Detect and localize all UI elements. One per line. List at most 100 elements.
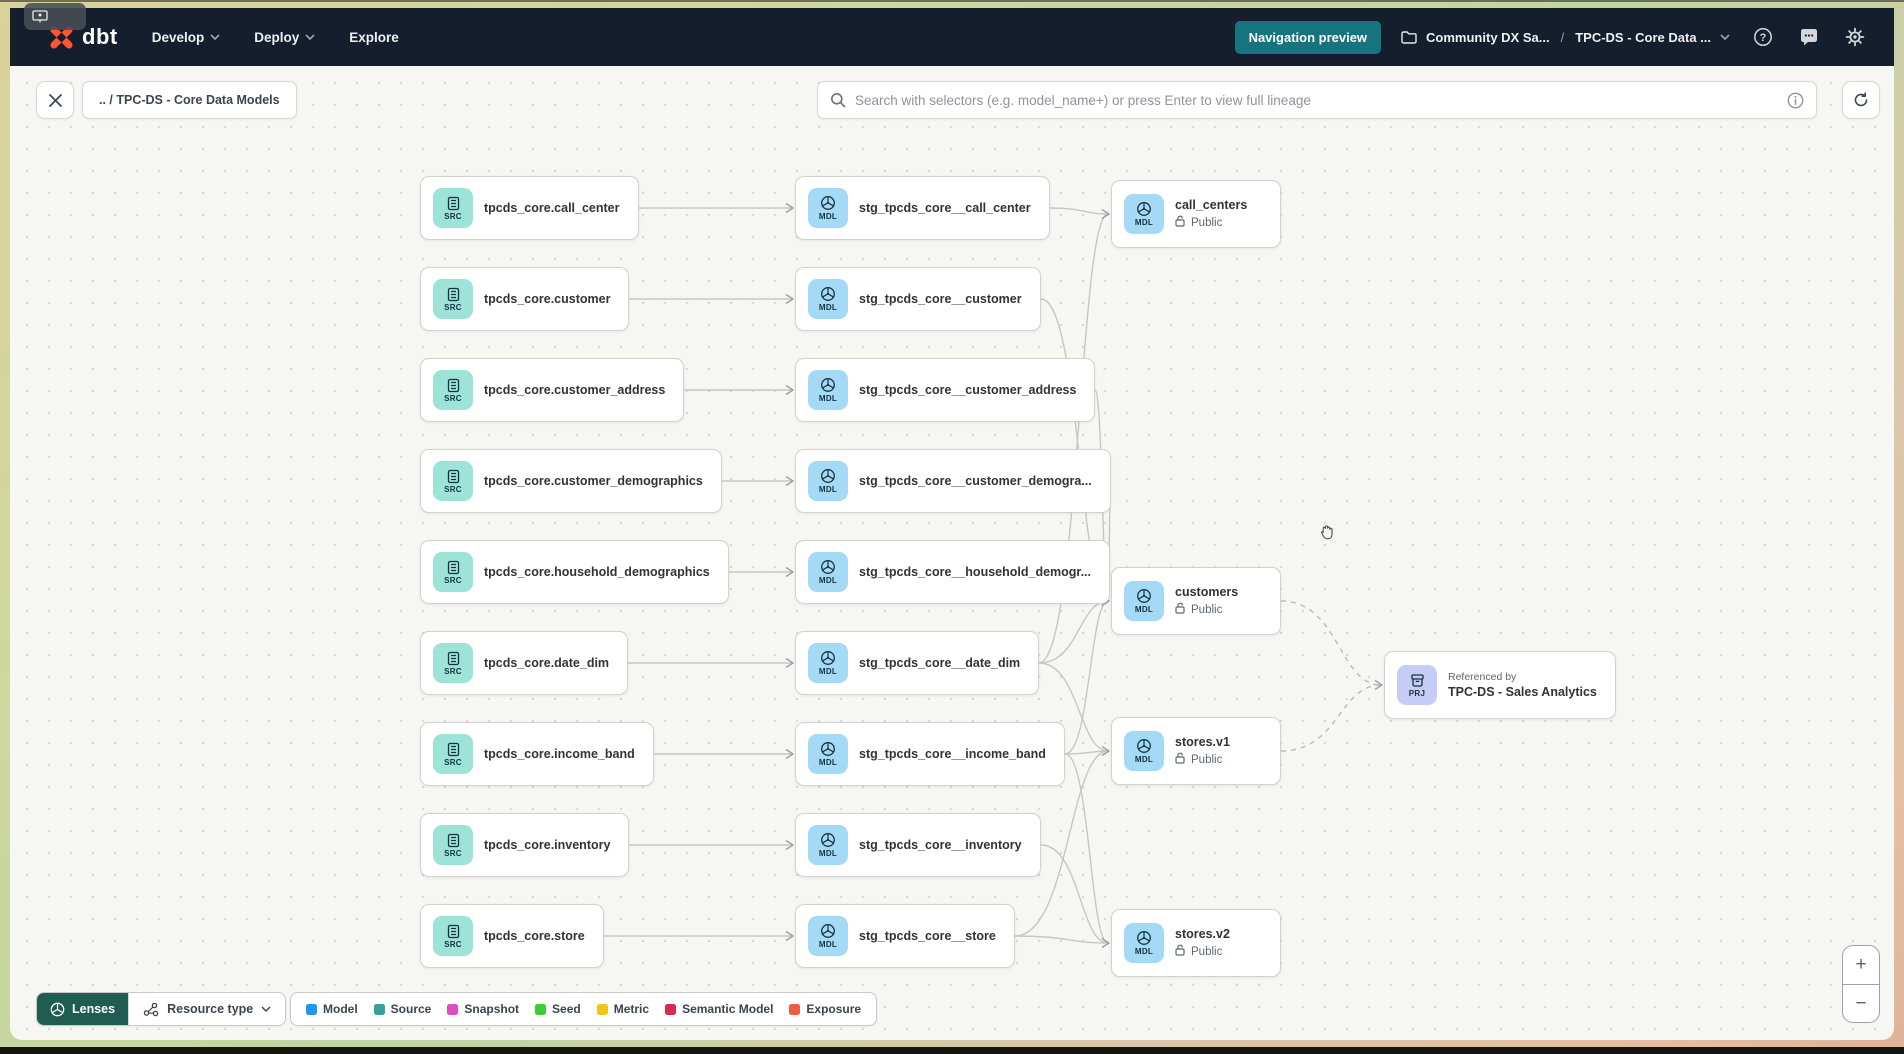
lenses-button[interactable]: Lenses	[37, 993, 129, 1025]
node-label: stores.v2	[1175, 927, 1230, 941]
close-icon	[48, 93, 62, 107]
lineage-breadcrumb[interactable]: .. / TPC-DS - Core Data Models	[82, 81, 297, 119]
lock-open-icon	[1175, 944, 1186, 959]
top-navbar: dbt Develop Deploy Explore Navigation pr…	[10, 8, 1894, 66]
src-badge-icon: SRC	[433, 552, 473, 592]
zoom-out-button[interactable]: −	[1843, 985, 1879, 1023]
node-label: stg_tpcds_core__date_dim	[859, 656, 1021, 670]
mdl-badge-icon: MDL	[1124, 581, 1164, 621]
node-access-badge: Public	[1175, 602, 1238, 617]
lineage-canvas[interactable]: .. / TPC-DS - Core Data Models SRCtpcds_…	[10, 66, 1894, 1040]
nav-explore-label: Explore	[349, 29, 399, 45]
node-stg-customer-address[interactable]: MDL stg_tpcds_core__customer_address	[795, 358, 1096, 422]
legend-item-seed: Seed	[535, 1002, 581, 1016]
node-src-customer-demographics[interactable]: SRC tpcds_core.customer_demographics	[420, 449, 722, 513]
src-badge-icon: SRC	[433, 461, 473, 501]
nav-item-explore[interactable]: Explore	[349, 30, 399, 45]
node-label: TPC-DS - Sales Analytics	[1448, 685, 1597, 699]
chevron-down-icon	[261, 1005, 271, 1012]
svg-text:?: ?	[1760, 32, 1767, 44]
lock-open-icon	[1175, 602, 1186, 617]
dbt-logo-icon	[50, 26, 73, 48]
src-badge-icon: SRC	[433, 643, 473, 683]
close-lineage-button[interactable]	[36, 81, 74, 119]
mdl-badge-icon: MDL	[808, 370, 848, 410]
node-label: stg_tpcds_core__household_demogr...	[859, 565, 1092, 579]
node-access-badge: Public	[1175, 752, 1230, 767]
chevron-down-icon	[210, 33, 220, 40]
chevron-down-icon	[305, 33, 315, 40]
nav-item-deploy[interactable]: Deploy	[254, 30, 315, 45]
node-stg-store[interactable]: MDL stg_tpcds_core__store	[795, 904, 1015, 968]
node-label: stg_tpcds_core__customer_demogra...	[859, 474, 1092, 488]
node-label: stg_tpcds_core__call_center	[859, 201, 1031, 215]
node-label: stg_tpcds_core__store	[859, 929, 996, 943]
lenses-label: Lenses	[72, 1002, 116, 1016]
node-label: call_centers	[1175, 198, 1248, 212]
settings-gear-icon[interactable]	[1842, 24, 1868, 50]
node-label: tpcds_core.customer_demographics	[484, 474, 703, 488]
node-src-inventory[interactable]: SRC tpcds_core.inventory	[420, 813, 630, 877]
project-breadcrumb[interactable]: Community DX Sa... / TPC-DS - Core Data …	[1401, 30, 1730, 45]
prj-badge-icon: PRJ	[1397, 665, 1437, 705]
feedback-icon[interactable]	[1796, 24, 1822, 50]
src-badge-icon: SRC	[433, 734, 473, 774]
dbt-logo[interactable]: dbt	[48, 24, 118, 51]
mdl-badge-icon: MDL	[808, 825, 848, 865]
node-prj-sales-analytics[interactable]: PRJ Referenced by TPC-DS - Sales Analytics	[1384, 651, 1616, 719]
navigation-preview-button[interactable]: Navigation preview	[1234, 20, 1382, 54]
legend-item-metric: Metric	[596, 1002, 649, 1016]
mdl-badge-icon: MDL	[808, 461, 848, 501]
zoom-divider	[1843, 983, 1879, 985]
resource-type-icon	[143, 1002, 159, 1016]
info-icon[interactable]	[1787, 92, 1804, 109]
node-stg-customer[interactable]: MDL stg_tpcds_core__customer	[795, 267, 1041, 331]
node-label: stg_tpcds_core__customer	[859, 292, 1022, 306]
zoom-in-button[interactable]: +	[1843, 946, 1879, 984]
lenses-toolbar: Lenses Resource type	[36, 992, 287, 1026]
resource-type-dropdown[interactable]: Resource type	[128, 993, 286, 1025]
legend-item-model: Model	[306, 1002, 358, 1016]
lineage-breadcrumb-label: .. / TPC-DS - Core Data Models	[99, 93, 280, 107]
src-badge-icon: SRC	[433, 370, 473, 410]
node-stg-household-demographics[interactable]: MDL stg_tpcds_core__household_demogr...	[795, 540, 1111, 604]
mdl-badge-icon: MDL	[808, 279, 848, 319]
zoom-controls: + −	[1842, 945, 1880, 1023]
node-stg-customer-demographics[interactable]: MDL stg_tpcds_core__customer_demogra...	[795, 449, 1111, 513]
nav-item-develop[interactable]: Develop	[152, 30, 221, 45]
breadcrumb-page: TPC-DS - Core Data ...	[1575, 29, 1711, 45]
legend-item-semantic-model: Semantic Model	[665, 1002, 773, 1016]
node-label: customers	[1175, 585, 1239, 599]
node-label: stg_tpcds_core__customer_address	[859, 383, 1077, 397]
mdl-badge-icon: MDL	[808, 188, 848, 228]
mdl-badge-icon: MDL	[808, 552, 848, 592]
node-label: tpcds_core.store	[484, 929, 585, 943]
folder-icon	[1401, 30, 1417, 44]
mdl-badge-icon: MDL	[808, 916, 848, 956]
node-pre-label: Referenced by	[1448, 671, 1517, 683]
help-icon[interactable]: ?	[1750, 24, 1776, 50]
legend-item-exposure: Exposure	[789, 1002, 861, 1016]
node-label: tpcds_core.inventory	[484, 838, 611, 852]
src-badge-icon: SRC	[433, 825, 473, 865]
node-label: tpcds_core.call_center	[484, 201, 620, 215]
refresh-lineage-button[interactable]	[1842, 81, 1880, 119]
node-stg-call-center[interactable]: MDL stg_tpcds_core__call_center	[795, 176, 1050, 240]
search-input[interactable]	[855, 92, 1778, 108]
lock-open-icon	[1175, 215, 1186, 230]
